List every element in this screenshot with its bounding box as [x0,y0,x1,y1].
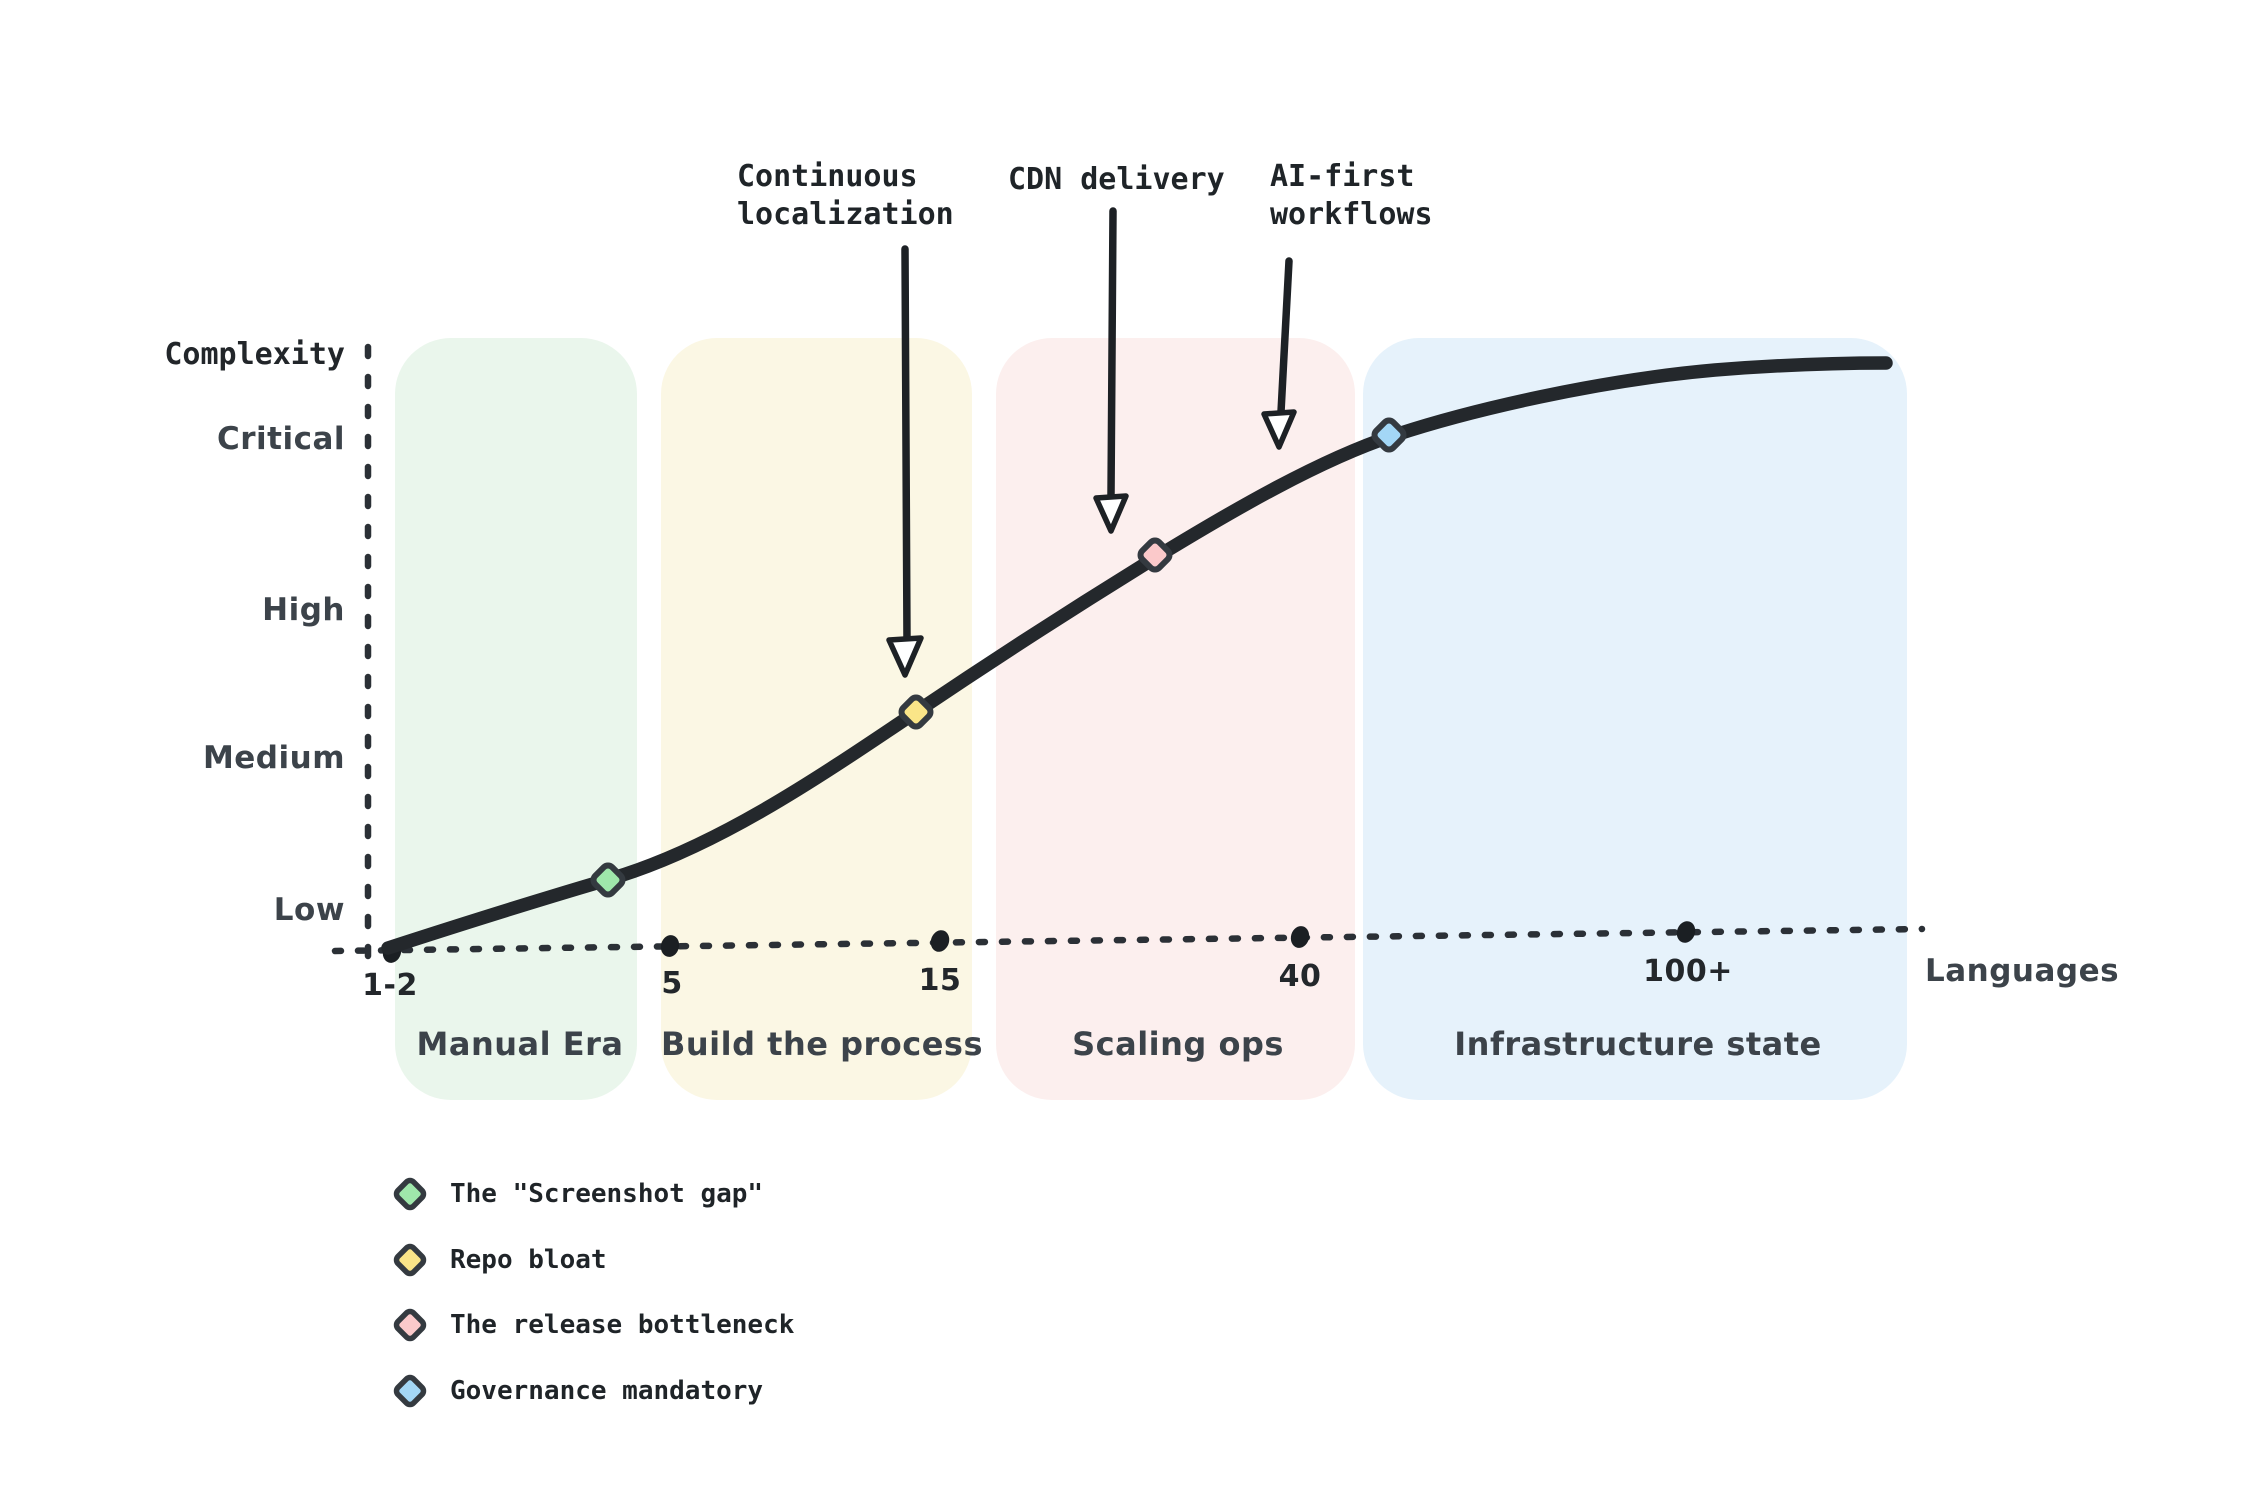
zone-label-scaling-ops: Scaling ops [1072,1025,1284,1063]
legend-yellow-diamond-icon [393,1243,427,1277]
x-axis-tick-40: 40 [1278,959,1322,994]
y-axis-label-low: Low [273,892,345,928]
x-axis-tick-1-2: 1-2 [362,968,418,1003]
legend-green-diamond-icon [393,1177,427,1211]
annotation-continuous-localization: Continuous localization [737,159,954,232]
legend-item-screenshot-gap: The "Screenshot gap" [388,1171,763,1217]
legend-label: Repo bloat [450,1245,607,1275]
zone-label-infrastructure-state: Infrastructure state [1454,1025,1822,1063]
zone-manual-era [395,338,637,1100]
legend-blue-diamond-icon [393,1374,427,1408]
legend-item-release-bottleneck: The release bottleneck [388,1302,794,1348]
x-axis-title: Languages [1925,953,2120,989]
annotation-cdn-delivery: CDN delivery [1008,162,1225,197]
legend-pink-diamond-icon [393,1308,427,1342]
x-axis-tick-5: 5 [661,966,683,1001]
legend-label: Governance mandatory [450,1376,764,1406]
legend-label: The "Screenshot gap" [450,1179,764,1209]
y-axis-label-critical: Critical [216,421,345,457]
annotation-ai-first-workflows: AI-first workflows [1270,159,1433,232]
legend-item-governance-mandatory: Governance mandatory [388,1368,763,1414]
y-axis-title: Complexity [164,337,345,372]
zone-infrastructure-state [1363,338,1907,1100]
zone-label-build-the-process: Build the process [660,1025,984,1063]
y-axis-label-medium: Medium [202,740,345,776]
y-axis-label-high: High [262,592,345,628]
x-axis-tick-100: 100+ [1643,954,1733,989]
legend-label: The release bottleneck [450,1310,795,1340]
zone-label-manual-era: Manual Era [416,1025,624,1063]
legend-item-repo-bloat: Repo bloat [388,1237,607,1283]
x-axis-tick-15: 15 [918,963,962,998]
